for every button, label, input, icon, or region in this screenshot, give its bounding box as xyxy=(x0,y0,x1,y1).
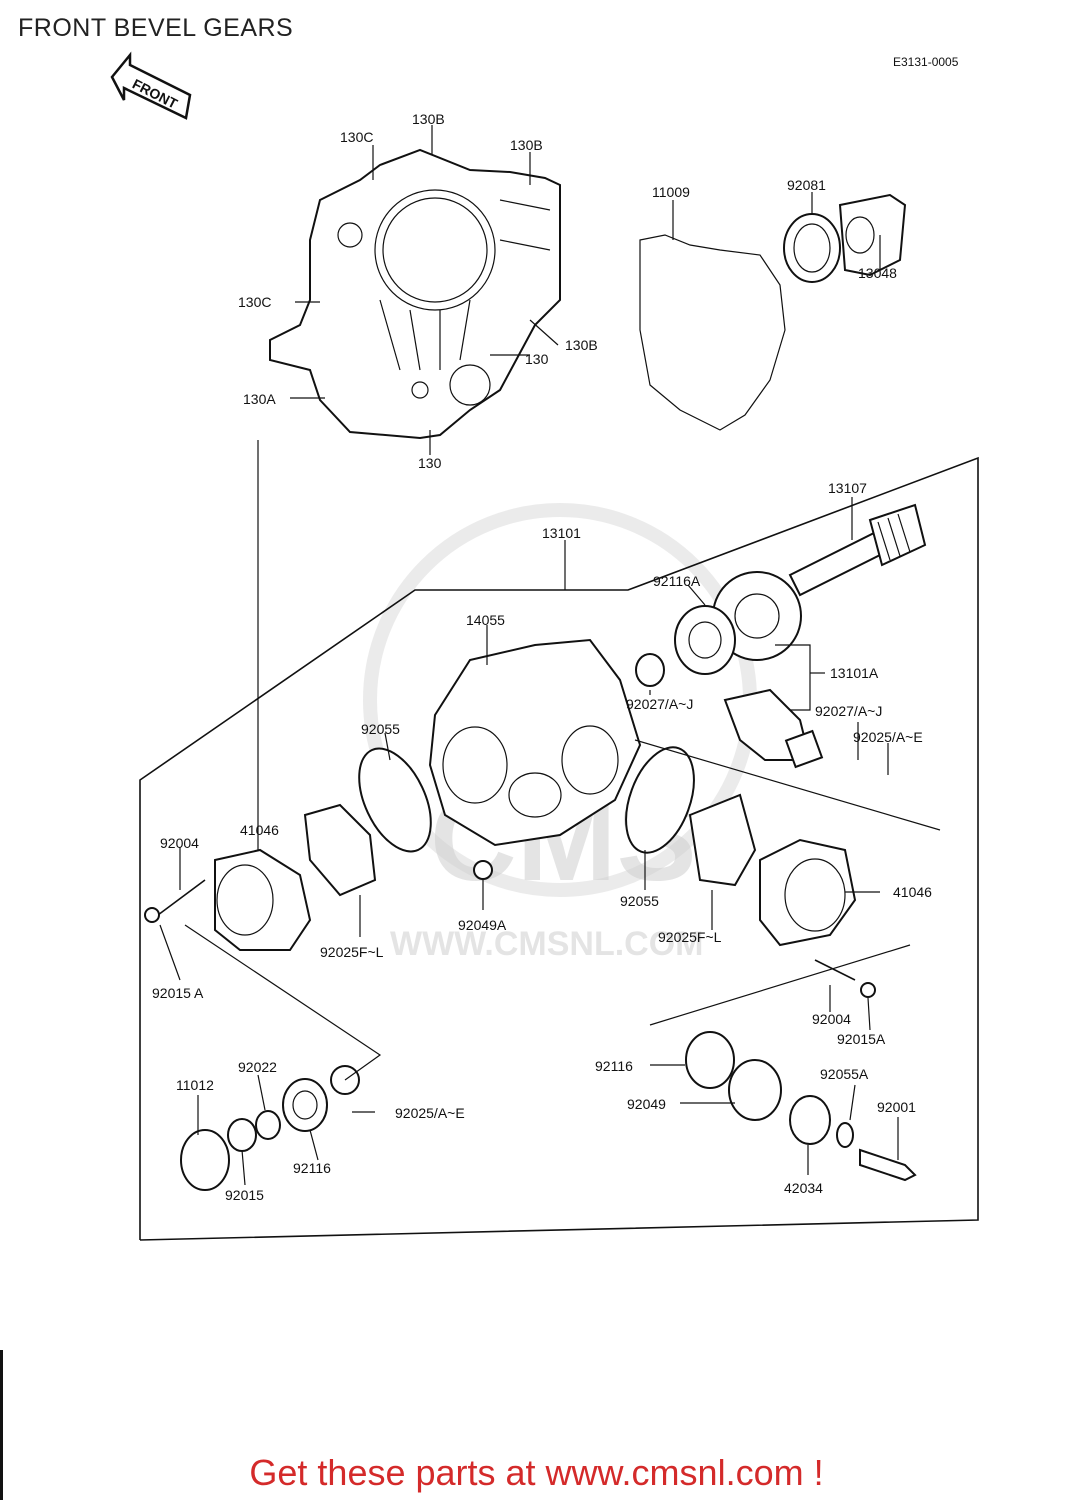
label-13101a: 13101A xyxy=(830,665,879,681)
leader-lines xyxy=(159,125,941,1186)
footer-link[interactable]: Get these parts at www.cmsnl.com ! xyxy=(249,1452,824,1493)
nut-92015a-left-part xyxy=(144,907,160,923)
label-130b-right1: 130B xyxy=(510,137,543,153)
label-92015a-right: 92015A xyxy=(837,1031,886,1047)
watermark-url: WWW.CMSNL.COM xyxy=(390,925,704,963)
label-130c-left: 130C xyxy=(238,294,271,310)
label-14055: 14055 xyxy=(466,612,505,628)
label-92116a: 92116A xyxy=(653,573,701,589)
shim-right-part xyxy=(688,793,757,887)
label-42034: 42034 xyxy=(784,1180,823,1196)
label-130-mid: 130 xyxy=(525,351,549,367)
label-92027-right: 92027/A~J xyxy=(815,703,882,719)
label-130b-top: 130B xyxy=(412,111,445,127)
part-number-labels: 130C 130B 130B 130C 130B 130 130A 130 11… xyxy=(152,111,932,1203)
o-ring-92055-right-part xyxy=(625,746,695,854)
label-92004-left: 92004 xyxy=(160,835,199,851)
label-92116-right: 92116 xyxy=(595,1058,633,1074)
shaft-13107-part xyxy=(788,503,927,597)
label-41046-right: 41046 xyxy=(893,884,932,900)
label-92081: 92081 xyxy=(787,177,826,193)
label-92027-left: 92027/A~J xyxy=(626,696,693,712)
label-92001: 92001 xyxy=(877,1099,916,1115)
label-130-bottom: 130 xyxy=(418,455,442,471)
nut-92015a-right-part xyxy=(860,982,876,998)
label-130b-right2: 130B xyxy=(565,337,598,353)
label-41046-left: 41046 xyxy=(240,822,279,838)
bearing-housing-41046-right-part xyxy=(759,838,857,947)
page-title: FRONT BEVEL GEARS xyxy=(18,14,294,42)
label-13107: 13107 xyxy=(828,480,867,496)
nut-92049a-part xyxy=(473,860,493,880)
label-92025ae-lower: 92025/A~E xyxy=(395,1105,465,1121)
label-92004-right: 92004 xyxy=(812,1011,851,1027)
label-92116-lower: 92116 xyxy=(293,1160,331,1176)
scan-edge-mark xyxy=(0,1350,3,1500)
shim-left-part xyxy=(303,803,377,897)
front-arrow-icon: FRONT xyxy=(110,51,192,120)
label-92025fl-left: 92025F~L xyxy=(320,944,384,960)
label-92015a-left: 92015 A xyxy=(152,985,204,1001)
bearing-housing-41046-left-part xyxy=(214,848,312,951)
lower-left-parts xyxy=(180,1065,360,1191)
label-13048: 13048 xyxy=(858,265,897,281)
gear-13101a-part xyxy=(712,571,824,769)
label-92055-left: 92055 xyxy=(361,721,400,737)
crankcase-cover-part xyxy=(269,148,561,440)
label-92025fl-right: 92025F~L xyxy=(658,929,722,945)
label-92025ae-upper: 92025/A~E xyxy=(853,729,923,745)
label-92055a: 92055A xyxy=(820,1066,869,1082)
label-92049: 92049 xyxy=(627,1096,666,1112)
label-13101: 13101 xyxy=(542,525,581,541)
label-11012: 11012 xyxy=(176,1077,214,1093)
label-92015: 92015 xyxy=(225,1187,264,1203)
gear-housing-14055-part xyxy=(428,638,642,847)
label-11009: 11009 xyxy=(652,184,690,200)
stud-92004-left-part xyxy=(157,879,206,916)
o-ring-92055-left-part xyxy=(358,747,432,853)
label-92055-right: 92055 xyxy=(620,893,659,909)
stud-92004-right-part xyxy=(814,959,856,981)
assembly-frame xyxy=(139,456,979,1241)
label-92049a: 92049A xyxy=(458,917,507,933)
label-92022: 92022 xyxy=(238,1059,277,1075)
label-130c-top: 130C xyxy=(340,129,373,145)
spring-and-cam-part xyxy=(783,193,907,283)
gasket-11009-part xyxy=(639,234,786,431)
label-130a: 130A xyxy=(243,391,276,407)
bearing-92116a-part xyxy=(635,605,736,687)
diagram-code: E3131-0005 xyxy=(893,55,959,69)
lower-right-parts xyxy=(685,1031,917,1182)
